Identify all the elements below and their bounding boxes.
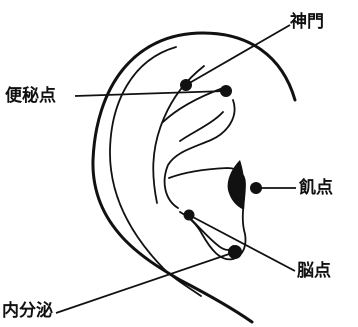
ear-outer-helix [93, 33, 295, 322]
label-constipation-point: 便秘点 [5, 86, 56, 106]
acupoint-hunger [250, 182, 262, 194]
acupoint-constipation [220, 85, 232, 97]
label-hunger-point: 飢点 [299, 178, 333, 198]
label-brain-point: 脳点 [297, 261, 331, 281]
ear-concha-curve [165, 100, 235, 208]
acupoint-endocrine [228, 245, 242, 259]
label-endocrine: 内分泌 [2, 301, 53, 321]
ear-intertragic-notch [188, 216, 233, 250]
acupoint-brain [184, 210, 195, 221]
ear-antihelix-upper-crus [153, 66, 204, 203]
leader-line-endocrine [56, 252, 235, 313]
acupoint-shenmen [180, 79, 192, 91]
label-shenmen: 神門 [290, 12, 324, 32]
